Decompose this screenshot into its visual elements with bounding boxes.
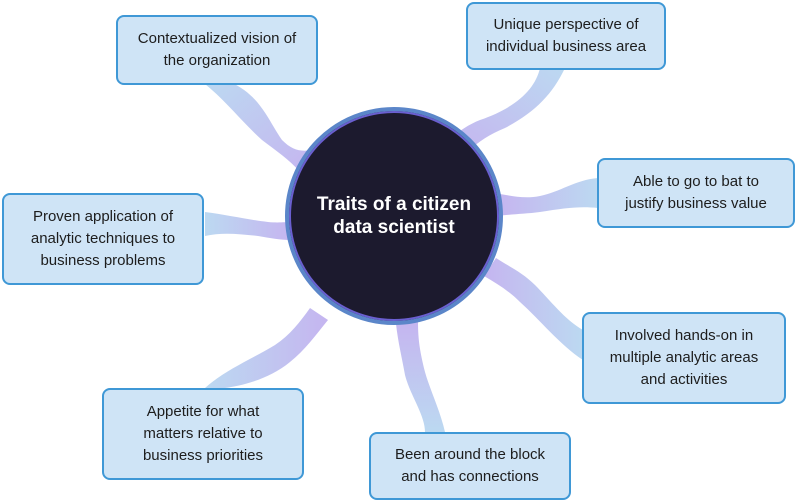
central-hub: Traits of a citizen data scientist [285,107,503,325]
trait-label: Been around the block and has connection… [394,446,546,485]
connector-5 [205,308,328,388]
connector-2 [498,178,598,216]
trait-label: Involved hands-on in multiple analytic a… [609,327,759,388]
trait-node-contextualized-vision: Contextualized vision of the organizatio… [116,15,318,85]
trait-node-been-around-the-block: Been around the block and has connection… [369,432,571,500]
trait-node-involved-hands-on: Involved hands-on in multiple analytic a… [582,312,786,404]
connector-3 [484,258,583,360]
trait-label: Appetite for what matters relative to bu… [142,403,264,464]
connector-1 [452,68,565,150]
trait-label: Able to go to bat to justify business va… [625,173,767,212]
connector-0 [205,82,312,172]
trait-node-able-to-go-to-bat: Able to go to bat to justify business va… [597,158,795,228]
trait-node-proven-application: Proven application of analytic technique… [2,193,204,285]
trait-node-appetite: Appetite for what matters relative to bu… [102,388,304,480]
connector-4 [396,322,445,432]
trait-label: Unique perspective of individual busines… [485,16,647,55]
hub-title: Traits of a citizen data scientist [316,194,472,238]
trait-label: Contextualized vision of the organizatio… [137,30,297,69]
trait-node-unique-perspective: Unique perspective of individual busines… [466,2,666,70]
trait-label: Proven application of analytic technique… [30,208,176,269]
connector-6 [205,212,290,240]
